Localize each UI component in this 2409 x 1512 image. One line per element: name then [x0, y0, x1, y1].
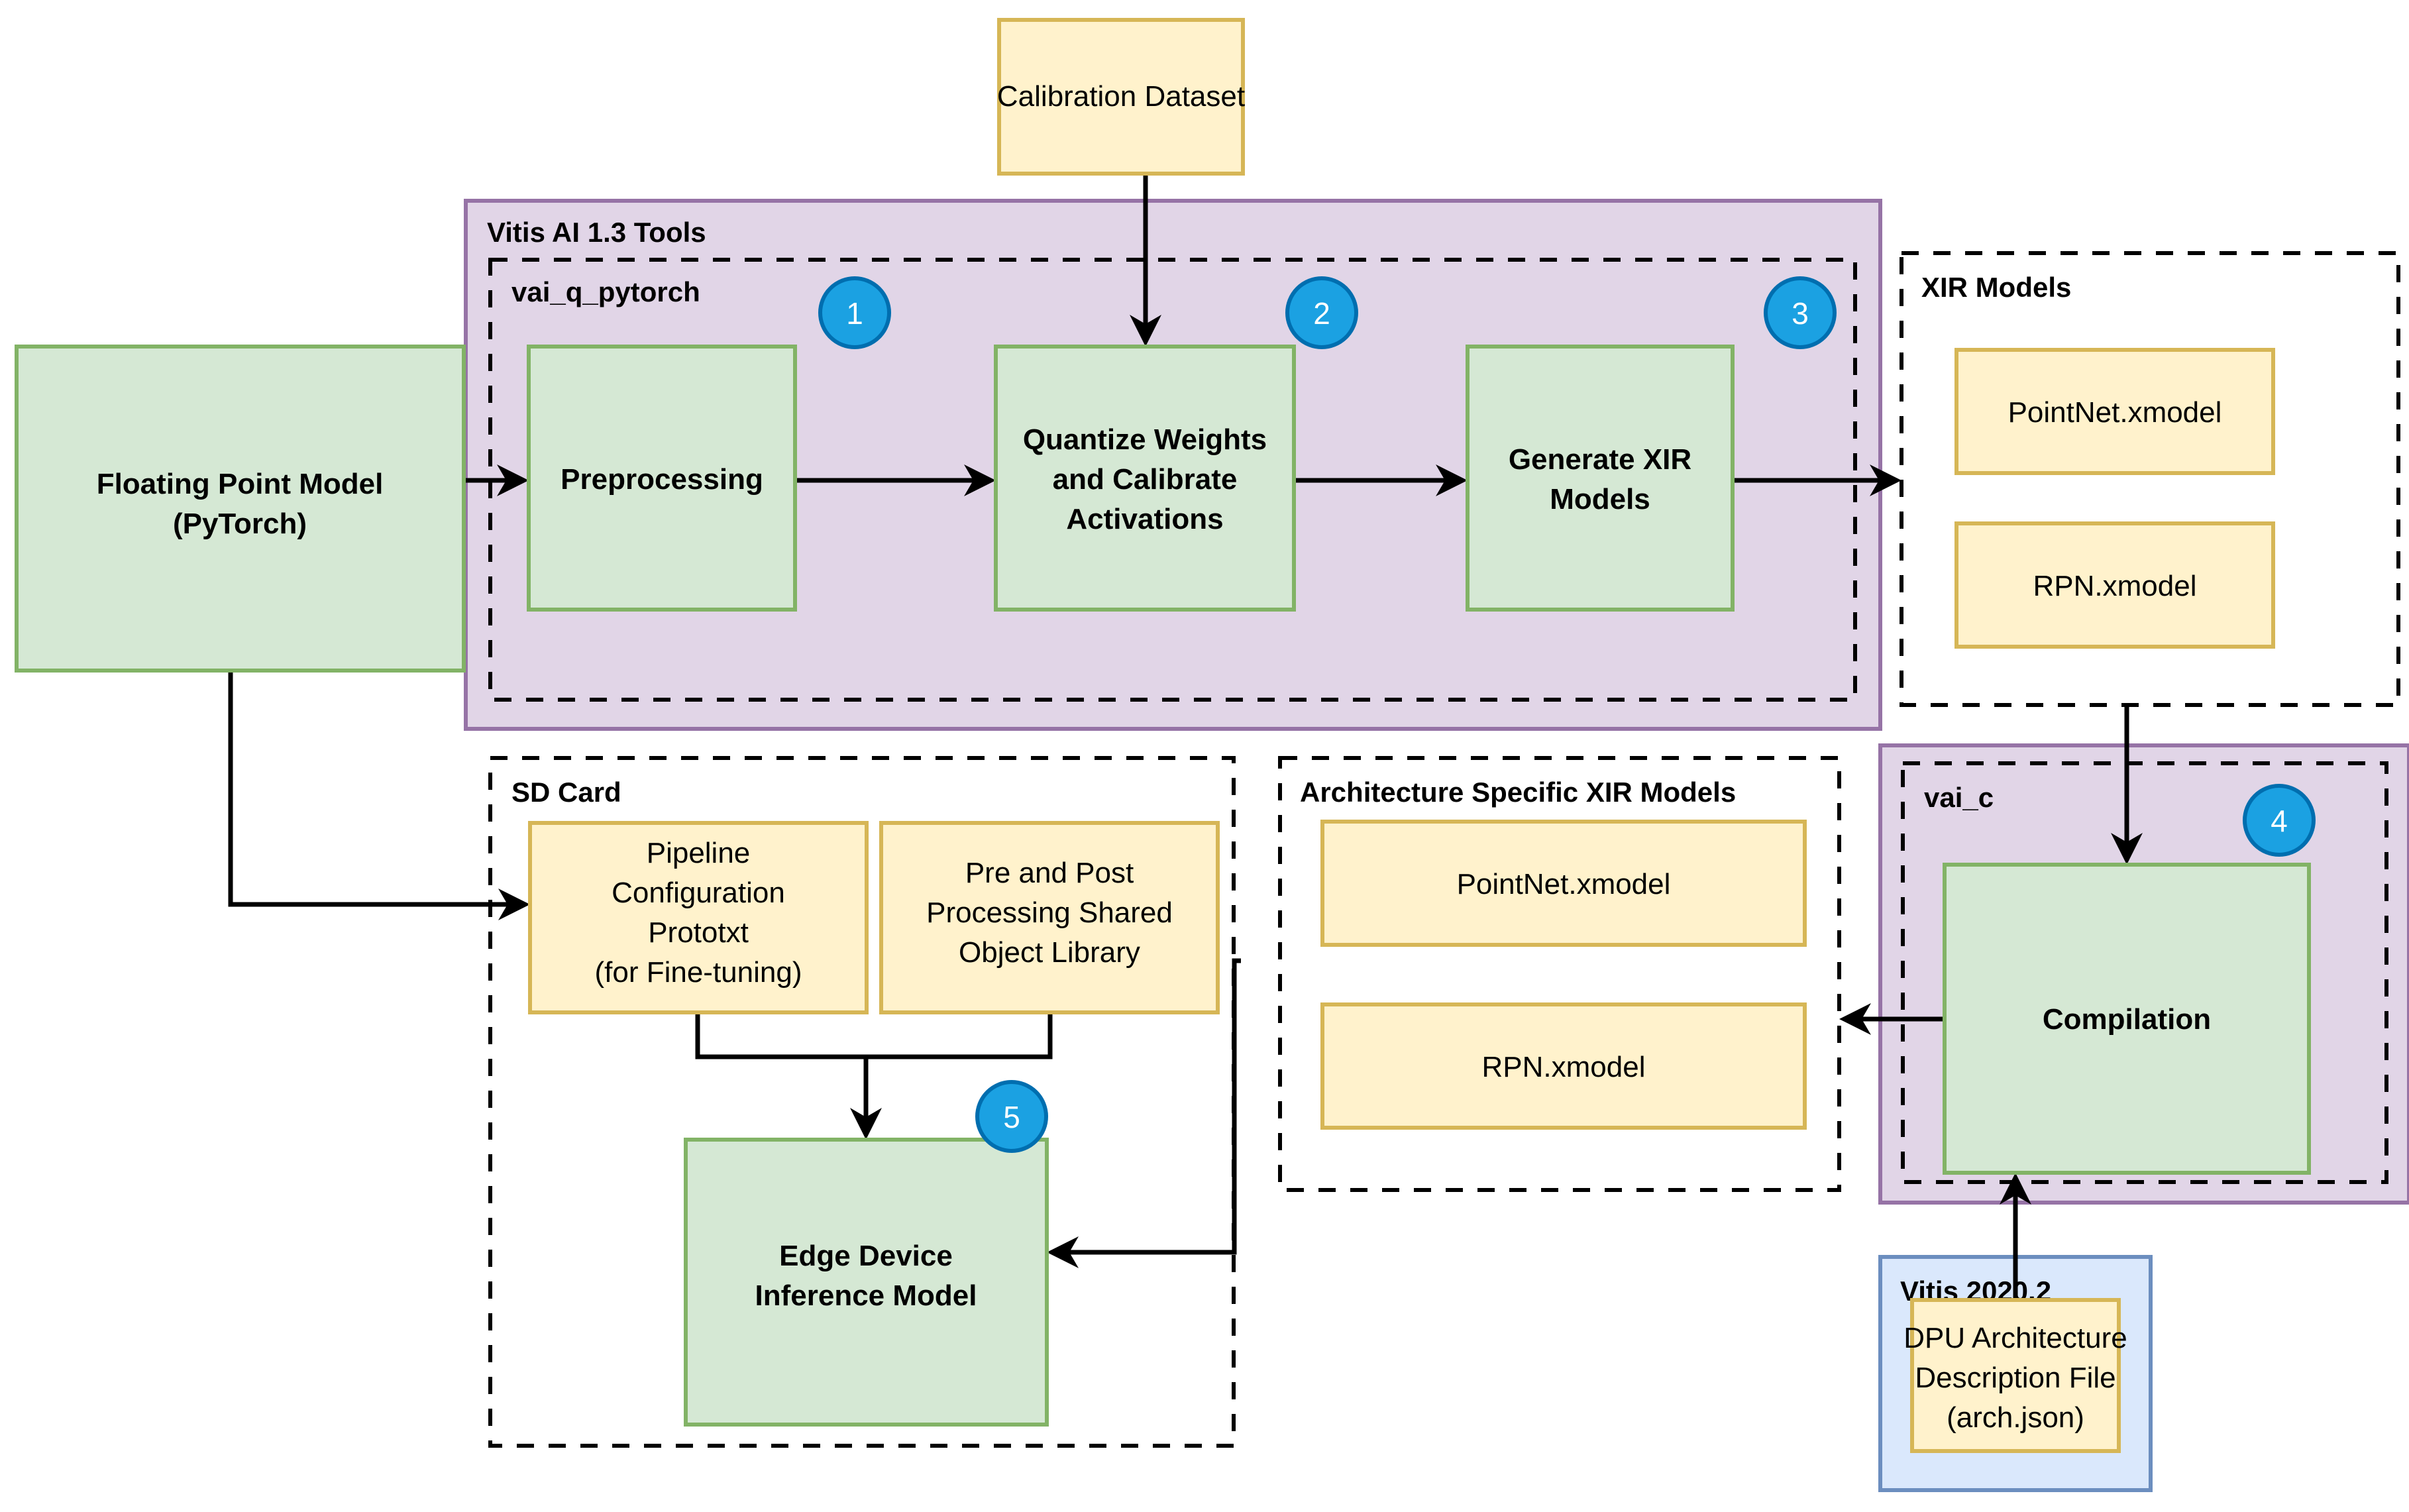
node-label-arch-pointnet: PointNet.xmodel [1457, 868, 1671, 900]
edge-compilation-to-arch-xir [1839, 1003, 1945, 1035]
node-label-pipeline-cfg-line4: (for Fine-tuning) [594, 956, 802, 989]
group-label-vai-c: vai_c [1924, 782, 1994, 813]
edge-generate-to-xir-models [1733, 464, 1901, 496]
badge-step-4: 4 [2243, 784, 2316, 857]
node-label-pipeline-cfg-line2: Configuration [612, 877, 785, 909]
node-label-pipeline-cfg-line3: Prototxt [648, 916, 749, 949]
node-xir-pointnet-xmodel[interactable]: PointNet.xmodel [1954, 348, 2275, 475]
badge-step-3: 3 [1764, 276, 1837, 349]
badge-step-1-label: 1 [846, 296, 863, 331]
node-label-preprocessing: Preprocessing [561, 463, 763, 496]
group-label-vai-q-pytorch: vai_q_pytorch [511, 276, 700, 307]
node-label-edge-device-line2: Inference Model [755, 1279, 977, 1312]
badge-step-5: 5 [975, 1080, 1048, 1153]
edge-fpmodel-to-pipeline-config [228, 671, 530, 920]
badge-step-2-label: 2 [1313, 296, 1330, 331]
node-label-arch-rpn: RPN.xmodel [1482, 1051, 1646, 1083]
edge-preprocessing-to-quantize [795, 464, 996, 496]
node-calibration-dataset[interactable]: Calibration Dataset [997, 18, 1245, 176]
edge-sdcard-assets-to-edge-device [695, 1012, 1053, 1140]
edge-dpu-arch-to-compilation [2000, 1173, 2031, 1300]
node-xir-rpn-xmodel[interactable]: RPN.xmodel [1954, 521, 2275, 649]
group-label-vitis-ai-tools: Vitis AI 1.3 Tools [487, 217, 706, 248]
node-label-xir-rpn: RPN.xmodel [2033, 570, 2197, 602]
node-label-quantize-line2: and Calibrate [1053, 463, 1238, 496]
edge-xir-models-to-compilation [2111, 705, 2143, 865]
node-pipeline-configuration-prototxt[interactable]: Pipeline Configuration Prototxt (for Fin… [528, 821, 869, 1014]
node-label-prepost-line1: Pre and Post [965, 857, 1134, 889]
node-label-generate-xir-line2: Models [1550, 483, 1650, 515]
node-label-pipeline-cfg-line1: Pipeline [647, 837, 751, 869]
node-label-floating-point-model-line2: (PyTorch) [173, 508, 307, 540]
group-xir-models: XIR Models [1900, 251, 2400, 707]
node-label-prepost-line2: Processing Shared [926, 896, 1173, 929]
group-label-xir-models: XIR Models [1921, 272, 2071, 303]
node-label-dpu-arch-line2: Description File [1915, 1362, 2115, 1394]
node-label-floating-point-model-line1: Floating Point Model [97, 468, 384, 500]
badge-step-4-label: 4 [2271, 804, 2288, 838]
node-label-generate-xir-line1: Generate XIR [1509, 443, 1691, 476]
group-vai-q-pytorch: vai_q_pytorch [488, 258, 1857, 702]
node-label-prepost-line3: Object Library [959, 936, 1140, 969]
edge-quantize-to-generate [1294, 464, 1468, 496]
node-label-dpu-arch-line3: (arch.json) [1947, 1401, 2084, 1434]
node-arch-rpn-xmodel[interactable]: RPN.xmodel [1320, 1002, 1807, 1130]
node-dpu-architecture-description-file[interactable]: DPU Architecture Description File (arch.… [1903, 1298, 2127, 1453]
node-compilation[interactable]: Compilation [1943, 863, 2311, 1175]
group-vai-c: vai_c [1901, 761, 2388, 1184]
node-edge-device-inference-model[interactable]: Edge Device Inference Model [684, 1138, 1049, 1427]
node-floating-point-model[interactable]: Floating Point Model (PyTorch) [15, 345, 466, 673]
node-label-compilation: Compilation [2043, 1003, 2211, 1036]
badge-step-1: 1 [818, 276, 891, 349]
node-pre-post-processing-shared-object-library[interactable]: Pre and Post Processing Shared Object Li… [879, 821, 1220, 1014]
node-label-dpu-arch-line1: DPU Architecture [1903, 1322, 2127, 1354]
node-preprocessing[interactable]: Preprocessing [527, 345, 797, 612]
edge-calibration-to-quantize [1130, 174, 1161, 347]
group-label-sd-card: SD Card [511, 777, 621, 808]
node-generate-xir-models[interactable]: Generate XIR Models [1466, 345, 1735, 612]
node-label-calibration-dataset: Calibration Dataset [997, 80, 1245, 113]
badge-step-5-label: 5 [1003, 1100, 1020, 1134]
node-label-quantize-line1: Quantize Weights [1023, 423, 1267, 456]
group-arch-specific-xir-models: Architecture Specific XIR Models [1278, 756, 1841, 1192]
node-arch-pointnet-xmodel[interactable]: PointNet.xmodel [1320, 820, 1807, 947]
node-label-xir-pointnet: PointNet.xmodel [2008, 396, 2222, 429]
group-label-arch-specific-xir: Architecture Specific XIR Models [1300, 777, 1736, 808]
node-label-edge-device-line1: Edge Device [779, 1240, 953, 1272]
node-quantize-weights-calibrate-activations[interactable]: Quantize Weights and Calibrate Activatio… [994, 345, 1296, 612]
badge-step-2: 2 [1285, 276, 1358, 349]
badge-step-3-label: 3 [1792, 296, 1809, 331]
node-label-quantize-line3: Activations [1066, 503, 1223, 535]
edge-fpmodel-to-preprocessing [464, 464, 529, 496]
edge-arch-xir-to-edge-device [1047, 958, 1241, 1268]
